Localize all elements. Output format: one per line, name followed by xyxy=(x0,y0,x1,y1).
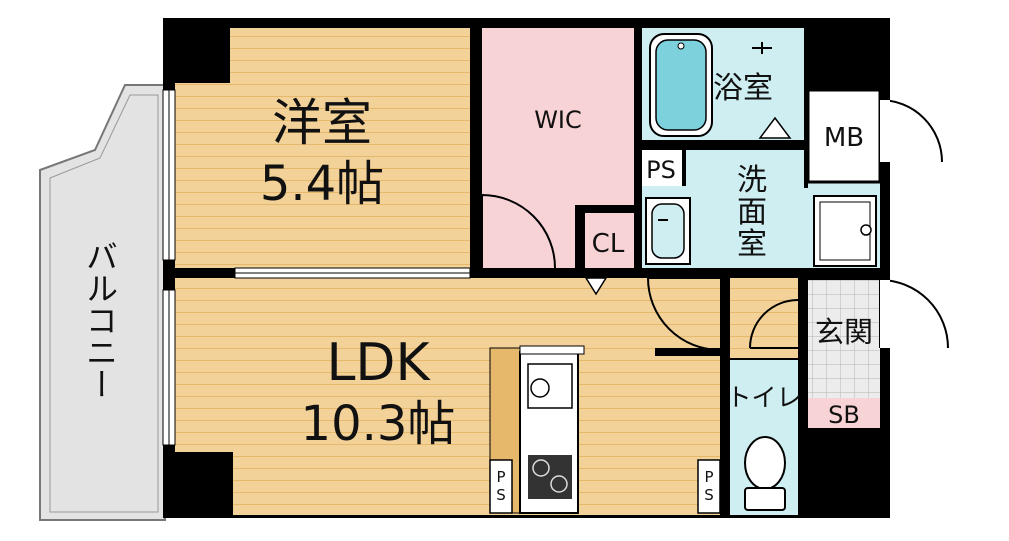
wic-label: WIC xyxy=(534,106,582,134)
ps-lower-right-label-s: S xyxy=(704,486,714,504)
cl-label: CL xyxy=(592,229,625,259)
washroom-label-1: 洗 xyxy=(737,163,767,198)
western-room-size: 5.4帖 xyxy=(260,156,384,212)
windows xyxy=(162,89,471,446)
column xyxy=(175,452,233,515)
ps-lower-right xyxy=(697,459,721,514)
mb-label: MB xyxy=(824,123,864,153)
washing-machine-pan-icon xyxy=(813,195,877,267)
sb-box xyxy=(808,398,880,428)
balcony-label: バルコニー xyxy=(81,240,119,400)
ldk-room-name: LDK xyxy=(326,333,431,393)
entry-arrow-icon xyxy=(584,277,608,296)
toilet-icon xyxy=(744,436,786,511)
bath-label: 浴室 xyxy=(713,71,773,106)
bathtub-icon xyxy=(649,33,792,139)
washbasin-icon xyxy=(645,197,691,265)
ps-upper xyxy=(642,150,682,186)
ldk-room-size: 10.3帖 xyxy=(301,396,456,452)
toilet-label: トイレ xyxy=(726,383,801,412)
cl-closet xyxy=(582,215,634,268)
mb-box xyxy=(806,88,882,184)
ps-lower-left-label-s: S xyxy=(496,486,506,504)
stove-icon xyxy=(528,455,572,499)
column xyxy=(175,28,230,83)
ldk-room xyxy=(175,278,725,515)
hallway xyxy=(725,278,803,358)
entrance xyxy=(808,280,880,398)
ps-lower-right-label-p: P xyxy=(704,468,713,486)
western-room-name: 洋室 xyxy=(272,94,372,152)
washroom-label-3: 室 xyxy=(737,227,767,262)
ps-lower-left-label-p: P xyxy=(496,468,505,486)
ps-upper-label: PS xyxy=(646,156,676,184)
sink-icon xyxy=(527,363,573,409)
sb-label: SB xyxy=(828,401,860,429)
entrance-label: 玄関 xyxy=(815,315,873,349)
ps-lower-left xyxy=(489,459,513,514)
door-gaps xyxy=(880,100,890,348)
washroom-label-2: 面 xyxy=(737,195,767,230)
